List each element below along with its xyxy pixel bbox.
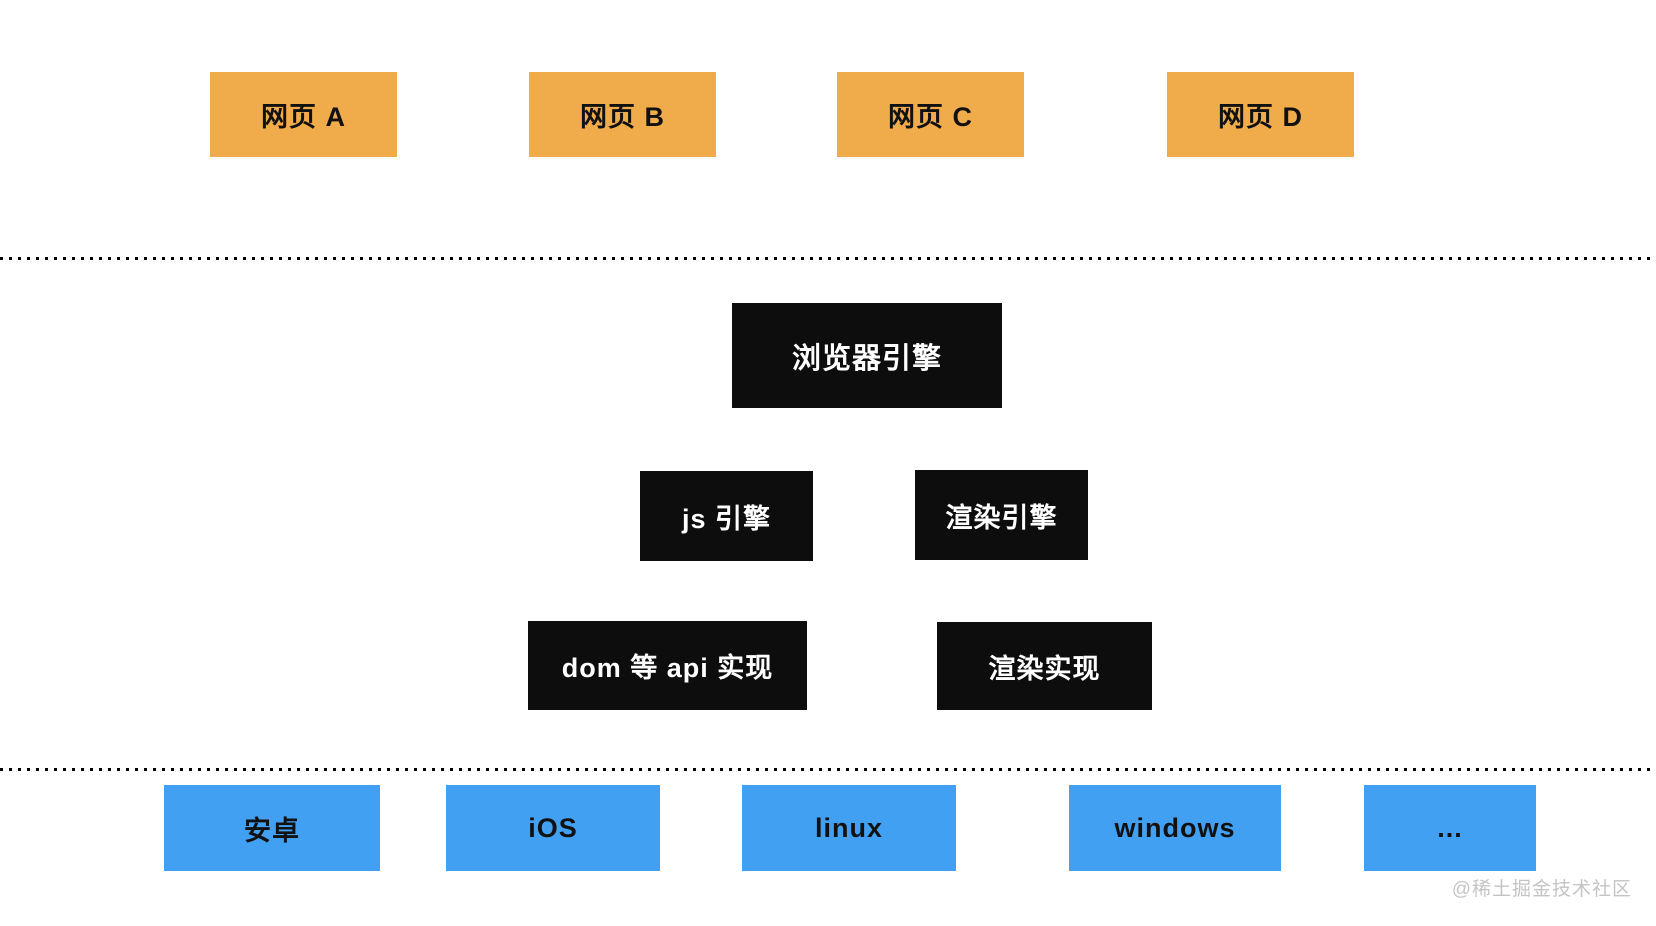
platform-android-node: 安卓 [164, 785, 380, 871]
dotted-separator-bottom [0, 768, 1656, 771]
juejin-watermark: @稀土掘金技术社区 [1451, 879, 1632, 900]
webpage-c-node: 网页 C [837, 72, 1024, 157]
render-engine-node: 渲染引擎 [915, 470, 1088, 560]
webpage-b-node: 网页 B [529, 72, 716, 157]
platform-more-node: ... [1364, 785, 1536, 871]
platform-windows-node: windows [1069, 785, 1281, 871]
js-engine-node: js 引擎 [640, 471, 813, 561]
render-implementation-node: 渲染实现 [937, 622, 1152, 710]
webpage-d-node: 网页 D [1167, 72, 1354, 157]
dotted-separator-top [0, 257, 1656, 260]
webpage-a-node: 网页 A [210, 72, 397, 157]
platform-linux-node: linux [742, 785, 956, 871]
platform-ios-node: iOS [446, 785, 660, 871]
browser-engine-node: 浏览器引擎 [732, 303, 1002, 408]
dom-api-implementation-node: dom 等 api 实现 [528, 621, 807, 710]
